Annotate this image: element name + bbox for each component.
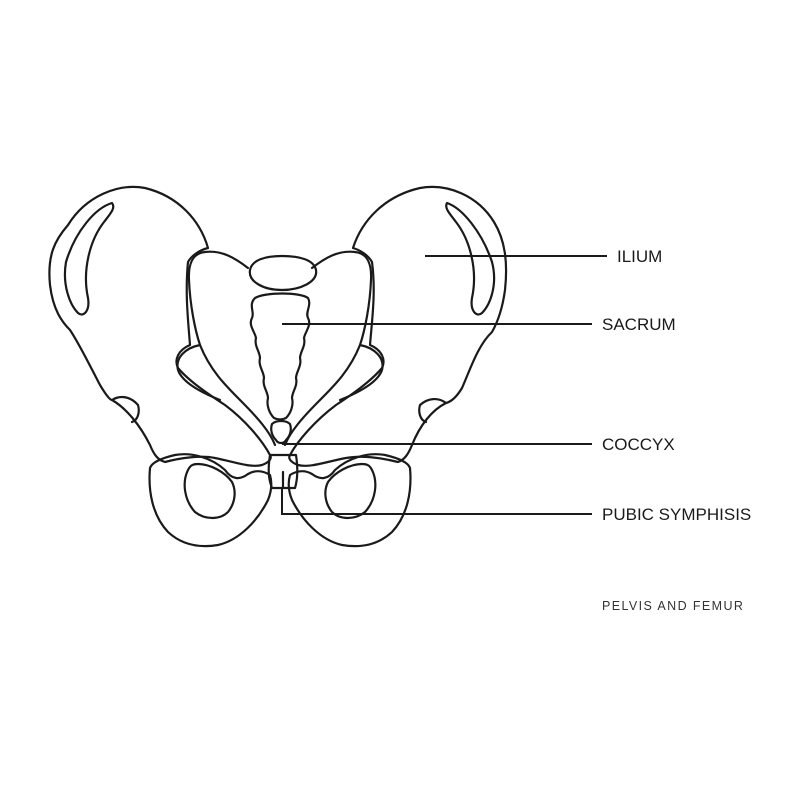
right-obturator-foramen	[324, 462, 377, 520]
right-hip-bone-outline	[288, 185, 508, 467]
left-ala-detail	[176, 343, 222, 402]
left-hip-bone-outline	[48, 185, 272, 467]
left-inner-rim	[187, 250, 277, 447]
left-iliac-spine	[110, 395, 140, 424]
coccyx-label: COCCYX	[602, 435, 675, 454]
left-pubis-outline	[148, 453, 273, 548]
right-iliac-crest	[445, 201, 496, 316]
right-pubis-outline	[287, 453, 412, 548]
sacral-base	[248, 254, 318, 292]
pubic-symphysis	[267, 453, 299, 490]
left-obturator-foramen	[183, 462, 236, 520]
right-iliac-spine	[418, 398, 448, 424]
diagram-caption: PELVIS AND FEMUR	[602, 599, 744, 613]
pubic-symphysis-label: PUBIC SYMPHISIS	[602, 505, 751, 524]
pubic-symphysis-leader-line	[281, 488, 592, 515]
sacrum	[249, 292, 311, 421]
left-iliac-crest	[63, 201, 115, 316]
ilium-label: ILIUM	[617, 247, 662, 266]
right-inner-rim	[283, 250, 373, 447]
coccyx	[270, 419, 292, 445]
right-ala-detail	[338, 343, 384, 402]
sacrum-label: SACRUM	[602, 315, 676, 334]
